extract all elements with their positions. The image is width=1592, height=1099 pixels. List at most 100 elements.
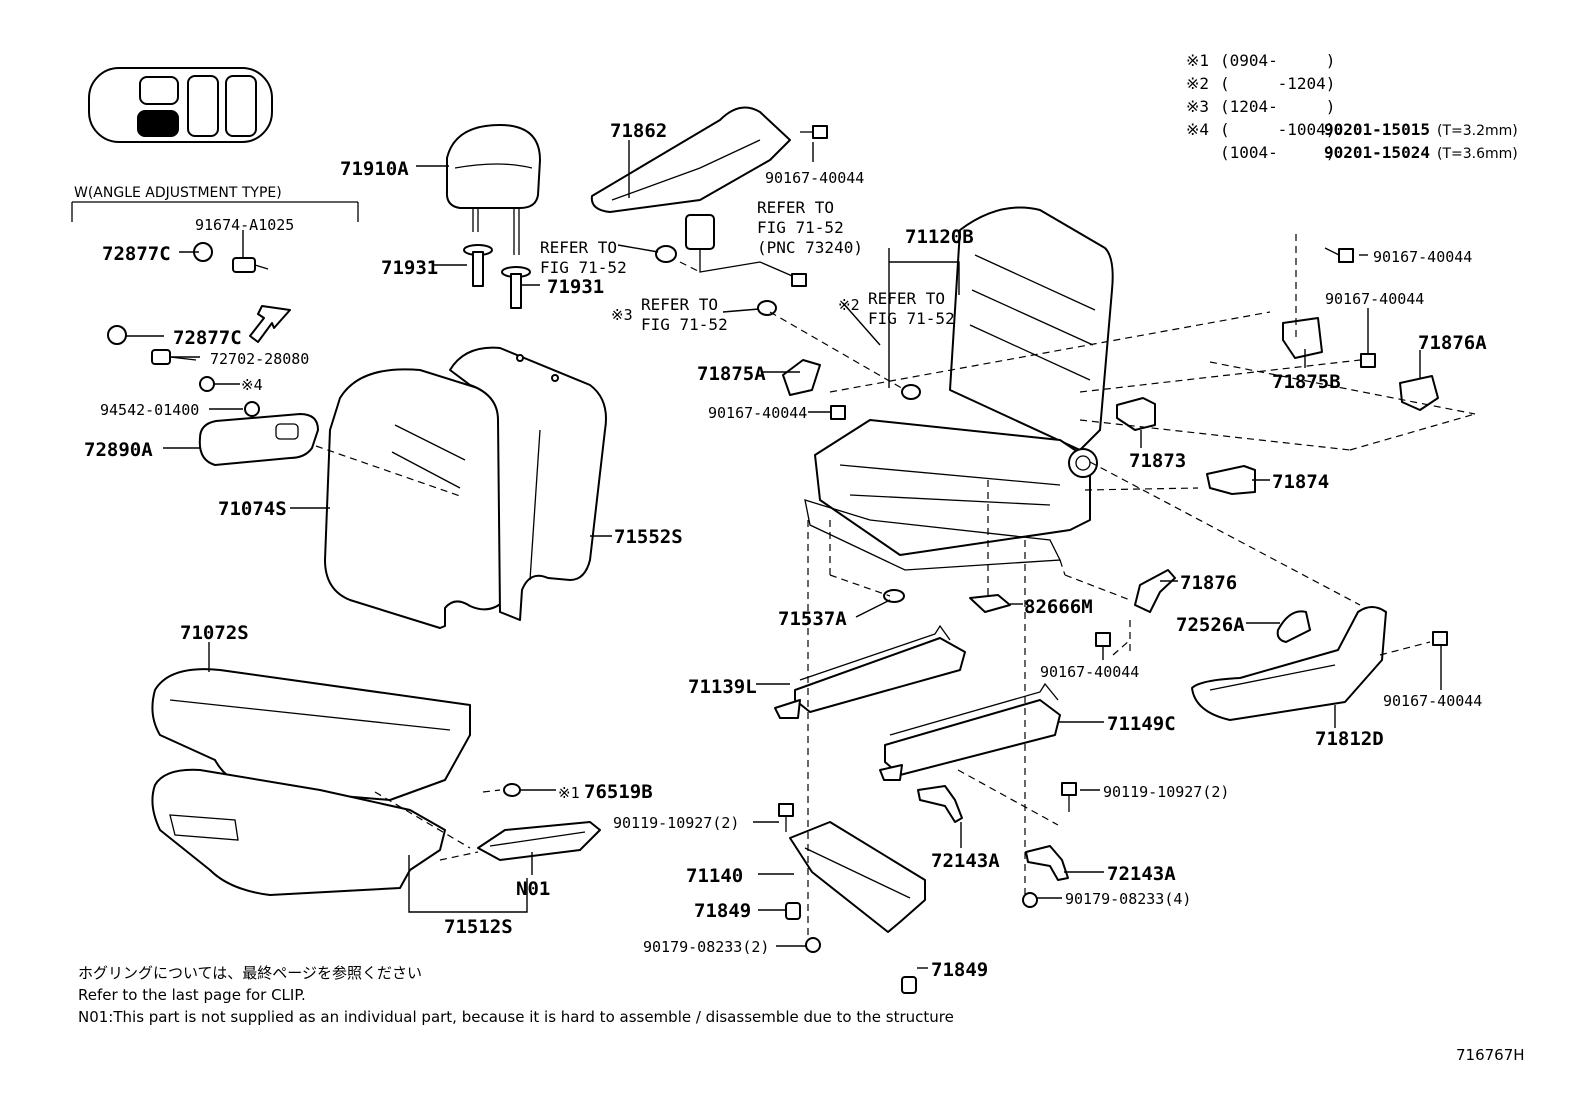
refer-label-r4-1: REFER TO xyxy=(868,289,945,308)
legend-note-5: (T=3.6mm) xyxy=(1437,146,1518,162)
part-label-91674[interactable]: 91674-A1025 xyxy=(195,216,294,234)
bracket-71874-drawing xyxy=(1206,465,1256,495)
seatback-cover-drawing xyxy=(324,368,520,629)
headrest-support-left-drawing xyxy=(463,244,493,287)
part-label-71149C[interactable]: 71149C xyxy=(1107,713,1176,735)
part-label-71875A[interactable]: 71875A xyxy=(697,363,766,385)
angle-adjustment-header: W(ANGLE ADJUSTMENT TYPE) xyxy=(74,185,282,201)
adjust-arrow-drawing xyxy=(249,305,291,343)
nut-90179-drawing xyxy=(805,892,1038,953)
part-label-82666M[interactable]: 82666M xyxy=(1024,596,1093,618)
bracket-72143A-left-drawing xyxy=(917,785,963,823)
part-label-71537A[interactable]: 71537A xyxy=(778,608,847,630)
clip-82666M-drawing xyxy=(969,594,1011,613)
part-label-71875B[interactable]: 71875B xyxy=(1272,371,1341,393)
part-label-mark1: ※1 xyxy=(558,784,580,802)
clip-76519B-drawing xyxy=(503,783,521,797)
bolt-90119-right-drawing xyxy=(1061,782,1077,812)
legend-mark-3: ※3 xyxy=(1186,97,1209,116)
part-label-72702[interactable]: 72702-28080 xyxy=(210,350,309,368)
bolt-90167-mid-drawing xyxy=(1095,632,1111,647)
lever-71876-drawing xyxy=(1134,569,1176,613)
washer-drawing xyxy=(199,376,260,417)
part-label-71873[interactable]: 71873 xyxy=(1129,450,1186,472)
bolt-90119-left-drawing xyxy=(778,803,794,832)
part-label-71552S[interactable]: 71552S xyxy=(614,526,683,548)
part-label-76519B[interactable]: 76519B xyxy=(584,781,653,803)
part-label-72877C-b[interactable]: 72877C xyxy=(173,327,242,349)
part-label-90179-l[interactable]: 90179-08233(2) xyxy=(643,938,769,956)
part-label-N01[interactable]: N01 xyxy=(516,878,550,900)
bolt-90167-r2-drawing xyxy=(1360,353,1376,368)
legend-mark-4: ※4 xyxy=(1186,120,1209,139)
legend-range-4: ( -1004) xyxy=(1220,120,1335,139)
refer-mark-2: ※2 xyxy=(838,296,860,314)
part-label-90167-r2[interactable]: 90167-40044 xyxy=(1325,290,1424,308)
part-label-71862[interactable]: 71862 xyxy=(610,120,667,142)
side-shield-71812D-drawing xyxy=(1191,606,1387,721)
legend-mark-1: ※1 xyxy=(1186,51,1209,70)
angle-adjustment-bracket xyxy=(71,201,359,222)
part-label-71910A[interactable]: 71910A xyxy=(340,158,409,180)
bracket-71875B-drawing xyxy=(1282,317,1323,359)
part-label-94542[interactable]: 94542-01400 xyxy=(100,401,199,419)
part-label-71849-a[interactable]: 71849 xyxy=(694,900,751,922)
part-label-71931-a[interactable]: 71931 xyxy=(381,257,438,279)
side-shield-71862-drawing xyxy=(590,106,791,213)
part-label-71120B[interactable]: 71120B xyxy=(905,226,974,248)
heater-N01-drawing xyxy=(477,821,601,861)
part-label-71072S[interactable]: 71072S xyxy=(180,622,249,644)
part-label-90167-m[interactable]: 90167-40044 xyxy=(1040,663,1139,681)
part-label-71876[interactable]: 71876 xyxy=(1180,572,1237,594)
refer-label-r1-1: REFER TO xyxy=(757,198,834,217)
footer-note-jp: ホグリングについては、最終ページを参照ください xyxy=(78,964,422,982)
part-label-90167-l[interactable]: 90167-40044 xyxy=(708,404,807,422)
part-label-71849-b[interactable]: 71849 xyxy=(931,959,988,981)
dashed-assembly-lines xyxy=(315,234,1476,940)
part-label-90119-l[interactable]: 90119-10927(2) xyxy=(613,814,739,832)
part-label-71931-b[interactable]: 71931 xyxy=(547,276,604,298)
part-label-90167-br[interactable]: 90167-40044 xyxy=(1383,692,1482,710)
part-label-71074S[interactable]: 71074S xyxy=(218,498,287,520)
part-label-71876A[interactable]: 71876A xyxy=(1418,332,1487,354)
part-label-90179-r[interactable]: 90179-08233(4) xyxy=(1065,890,1191,908)
legend-range-2: ( -1204) xyxy=(1220,74,1335,93)
part-labels: 71862 90167-40044 71910A 91674-A1025 728… xyxy=(84,120,1487,981)
footer-note-en: Refer to the last page for CLIP. xyxy=(78,986,306,1004)
bolt-90167-left-drawing xyxy=(830,405,846,420)
part-label-mark4: ※4 xyxy=(241,376,263,394)
part-label-72143A-b[interactable]: 72143A xyxy=(1107,863,1176,885)
grommet-drawing xyxy=(655,245,921,400)
refer-label-r4-2: FIG 71-52 xyxy=(868,309,955,328)
legend-mark-2: ※2 xyxy=(1186,74,1209,93)
footer-note-n01: N01:This part is not supplied as an indi… xyxy=(78,1008,954,1026)
bracket-71876A-drawing xyxy=(1399,375,1439,411)
part-label-72890A[interactable]: 72890A xyxy=(84,439,153,461)
refer-label-r1-2: FIG 71-52 xyxy=(757,218,844,237)
seat-cushion-pad-drawing xyxy=(151,768,446,896)
bolt-91674-drawing xyxy=(232,257,269,273)
part-label-71512S[interactable]: 71512S xyxy=(444,916,513,938)
part-label-71874[interactable]: 71874 xyxy=(1272,471,1329,493)
part-label-71812D[interactable]: 71812D xyxy=(1315,728,1384,750)
part-label-90167-r1[interactable]: 90167-40044 xyxy=(1373,248,1472,266)
legend: ※1 (0904- ) ※2 ( -1204) ※3 (1204- ) ※4 (… xyxy=(1186,51,1518,162)
part-label-72143A-a[interactable]: 72143A xyxy=(931,850,1000,872)
bolt-90167-r1-drawing xyxy=(1324,247,1354,263)
part-label-71140[interactable]: 71140 xyxy=(686,865,743,887)
foot-71849-right-drawing xyxy=(901,976,917,994)
legend-part-5: 90201-15024 xyxy=(1324,143,1430,162)
headrest-support-right-drawing xyxy=(501,266,531,309)
seat-track-71149C-drawing xyxy=(879,682,1061,781)
seat-track-71139L-drawing xyxy=(774,624,966,719)
legend-range-1: (0904- ) xyxy=(1220,51,1335,70)
part-label-90119-r[interactable]: 90119-10927(2) xyxy=(1103,783,1229,801)
part-label-72877C-a[interactable]: 72877C xyxy=(102,243,171,265)
refer-label-r1-3: (PNC 73240) xyxy=(757,238,863,257)
part-label-90167-top[interactable]: 90167-40044 xyxy=(765,169,864,187)
legend-range-5: (1004- ) xyxy=(1220,143,1335,162)
legend-range-3: (1204- ) xyxy=(1220,97,1335,116)
part-label-72526A[interactable]: 72526A xyxy=(1176,614,1245,636)
part-label-71139L[interactable]: 71139L xyxy=(688,676,757,698)
